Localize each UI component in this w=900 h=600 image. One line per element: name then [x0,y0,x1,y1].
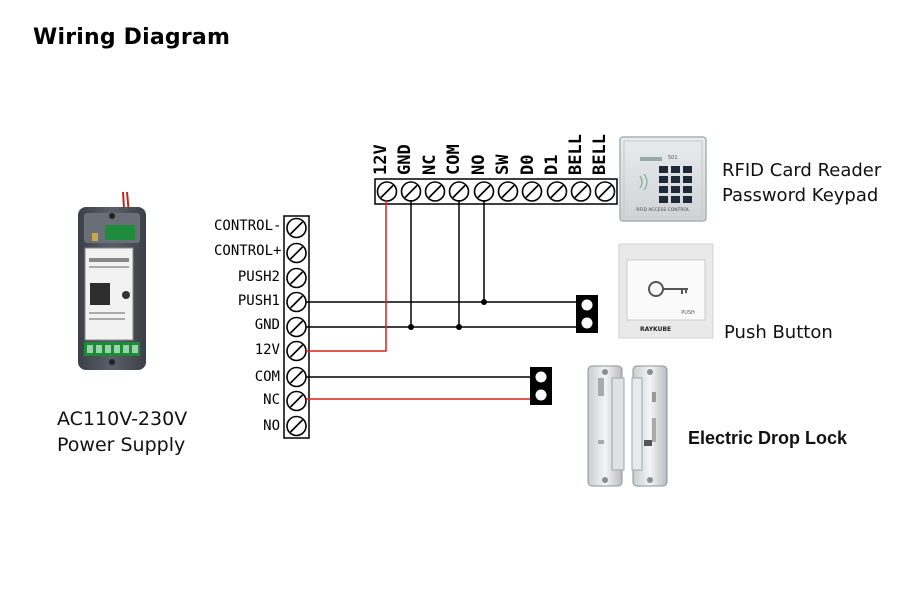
key-icon [648,281,688,297]
diagram-title: Wiring Diagram [33,25,231,50]
keypad-terminal-block [374,178,618,205]
push-button-connector [576,295,598,333]
push-button-image: PUSH RAYKUBE [618,243,714,339]
keypad-label-line1: RFID Card Reader [722,160,882,181]
terminal-label-com: COM [254,369,280,385]
drop-lock-image [587,365,668,487]
terminal-label-control-minus: CONTROL- [214,218,282,234]
push-button-label: Push Button [724,322,833,343]
wire-12v [306,200,387,352]
power-supply-label-line2: Power Supply [57,434,186,456]
push-button-brand: RAYKUBE [640,326,671,333]
terminal-label-nc: NC [263,392,280,408]
terminal-label-12v: 12V [254,342,280,358]
terminal-label-push2: PUSH2 [237,269,280,285]
keypad-display-text: 501 [668,155,678,161]
terminal-label-control-plus: CONTROL+ [214,243,282,259]
lock-connector [530,367,552,405]
push-button-text: PUSH [681,310,695,316]
controller-terminal-block [283,215,310,439]
power-supply-label-line1: AC110V-230V [57,408,188,430]
terminal-label-no: NO [263,418,280,434]
keypad-brand-text: RFID ACCESS CONTROL [636,207,690,213]
drop-lock-label: Electric Drop Lock [688,428,848,448]
keypad-label-line2: Password Keypad [722,185,879,206]
rfid-keypad-image: 501 RFID ACCESS CONTROL [619,136,707,222]
wires [306,200,578,400]
power-supply-image [78,191,146,370]
terminal-label-gnd: GND [254,317,280,333]
terminal-label-push1: PUSH1 [237,293,280,309]
wire-junctions [408,299,487,330]
